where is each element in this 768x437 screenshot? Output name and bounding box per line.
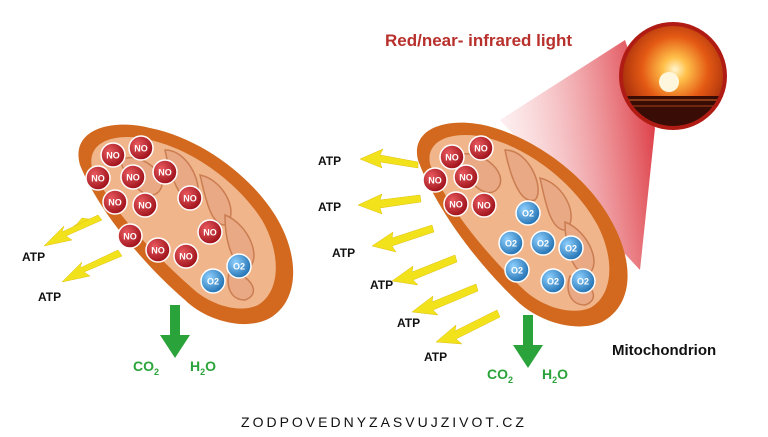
o2-molecule-label: O2 bbox=[537, 239, 549, 249]
no-molecule-label: NO bbox=[459, 173, 473, 183]
atp-arrows-right bbox=[357, 148, 501, 345]
no-molecule bbox=[443, 191, 469, 217]
o2-molecule bbox=[226, 253, 252, 279]
atp-label: ATP bbox=[332, 246, 356, 260]
o2-molecule bbox=[498, 230, 524, 256]
no-molecule bbox=[471, 192, 497, 218]
no-molecule bbox=[468, 135, 494, 161]
no-molecule-label: NO bbox=[158, 168, 172, 178]
no-molecule-label: NO bbox=[151, 246, 165, 256]
no-molecule-label: NO bbox=[477, 201, 491, 211]
no-molecule bbox=[100, 142, 126, 168]
atp-label: ATP bbox=[397, 316, 421, 330]
o2-molecule-label: O2 bbox=[505, 239, 517, 249]
o2-molecule bbox=[570, 268, 596, 294]
light-title: Red/near- infrared light bbox=[385, 31, 573, 50]
h2o-label-right: H2O bbox=[542, 366, 569, 385]
no-molecule-label: NO bbox=[179, 252, 193, 262]
no-molecules-left: NO NO NO NO NO NO NO NO NO NO NO NO bbox=[85, 135, 223, 269]
o2-molecule bbox=[504, 257, 530, 283]
no-molecule-label: NO bbox=[474, 144, 488, 154]
atp-label: ATP bbox=[318, 200, 342, 214]
no-molecule-label: NO bbox=[138, 201, 152, 211]
no-molecule bbox=[120, 164, 146, 190]
sunset-icon bbox=[619, 22, 727, 130]
no-molecule bbox=[117, 223, 143, 249]
no-molecule-label: NO bbox=[126, 173, 140, 183]
no-molecule-label: NO bbox=[106, 151, 120, 161]
o2-molecule bbox=[200, 268, 226, 294]
o2-molecule bbox=[558, 235, 584, 261]
no-molecule-label: NO bbox=[108, 198, 122, 208]
no-molecule-label: NO bbox=[449, 200, 463, 210]
o2-molecule-label: O2 bbox=[522, 209, 534, 219]
mitochondrion-caption: Mitochondrion bbox=[612, 342, 717, 359]
no-molecule bbox=[152, 159, 178, 185]
footer-url: ZODPOVEDNYZASVUJZIVOT.CZ bbox=[241, 414, 527, 430]
no-molecule bbox=[132, 192, 158, 218]
no-molecule bbox=[102, 189, 128, 215]
no-molecule bbox=[128, 135, 154, 161]
atp-label: ATP bbox=[318, 154, 342, 168]
no-molecule-label: NO bbox=[445, 153, 459, 163]
o2-molecule bbox=[515, 200, 541, 226]
no-molecule bbox=[439, 144, 465, 170]
no-molecule-label: NO bbox=[203, 228, 217, 238]
no-molecule-label: NO bbox=[183, 194, 197, 204]
no-molecule-label: NO bbox=[91, 174, 105, 184]
no-molecule bbox=[145, 237, 171, 263]
co2-label-left: CO2 bbox=[133, 358, 160, 377]
atp-label: ATP bbox=[22, 250, 46, 264]
o2-molecule bbox=[530, 230, 556, 256]
no-molecule bbox=[197, 219, 223, 245]
o2-molecule-label: O2 bbox=[577, 277, 589, 287]
no-molecule bbox=[173, 243, 199, 269]
co2-label-right: CO2 bbox=[487, 366, 514, 385]
no-molecule bbox=[422, 167, 448, 193]
atp-label: ATP bbox=[370, 278, 394, 292]
o2-molecule-label: O2 bbox=[565, 244, 577, 254]
no-molecule bbox=[85, 165, 111, 191]
o2-molecule-label: O2 bbox=[547, 277, 559, 287]
o2-molecule-label: O2 bbox=[511, 266, 523, 276]
no-molecule bbox=[177, 185, 203, 211]
no-molecule-label: NO bbox=[134, 144, 148, 154]
o2-molecule bbox=[540, 268, 566, 294]
down-arrow-right bbox=[513, 315, 543, 368]
o2-molecule-label: O2 bbox=[233, 262, 245, 272]
atp-label: ATP bbox=[424, 350, 448, 364]
no-molecule-label: NO bbox=[428, 176, 442, 186]
no-molecule bbox=[453, 164, 479, 190]
o2-molecule-label: O2 bbox=[207, 277, 219, 287]
atp-arrows-left bbox=[43, 214, 123, 283]
light-beam bbox=[500, 40, 655, 270]
h2o-label-left: H2O bbox=[190, 358, 217, 377]
no-molecule-label: NO bbox=[123, 232, 137, 242]
atp-label: ATP bbox=[38, 290, 62, 304]
down-arrow-left bbox=[160, 305, 190, 358]
